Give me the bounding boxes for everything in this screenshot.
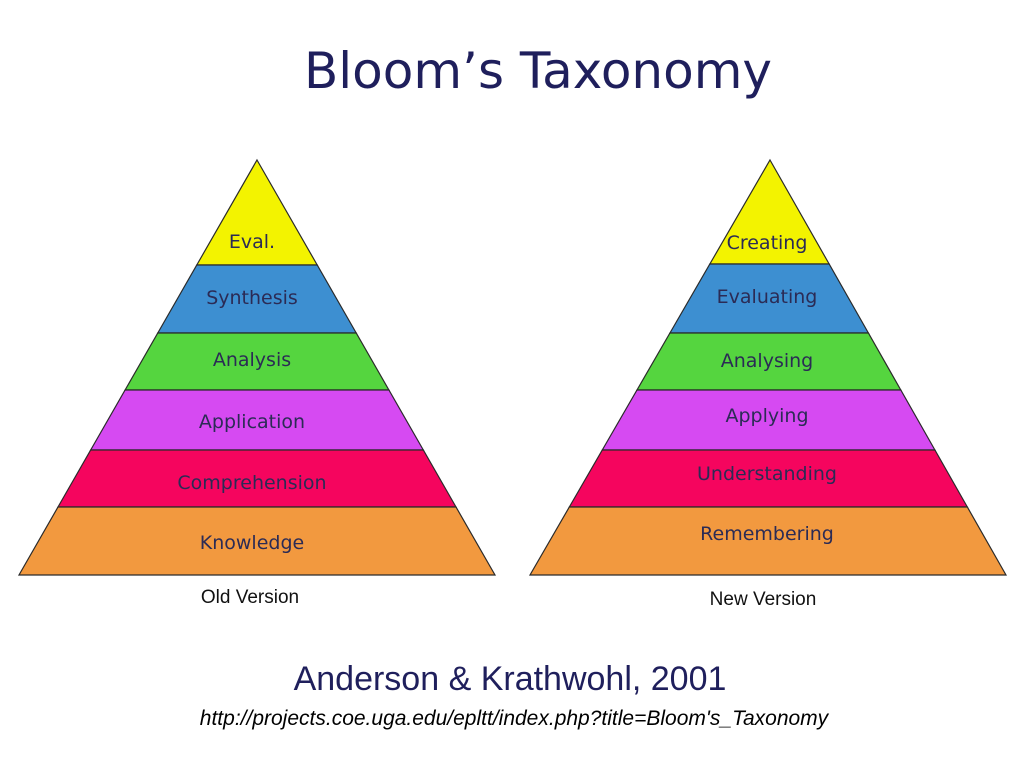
slide-title: Bloom’s Taxonomy [303, 42, 773, 100]
tier-label-understanding: Understanding [697, 463, 837, 485]
tier-label-eval: Eval. [229, 231, 275, 253]
tier-label-application: Application [199, 411, 305, 433]
version-caption: Old Version [201, 587, 299, 608]
version-caption: New Version [710, 589, 817, 610]
tier-label-analysing: Analysing [721, 350, 814, 372]
tier-label-knowledge: Knowledge [200, 532, 304, 554]
tier-label-remembering: Remembering [700, 523, 834, 545]
tier-label-comprehension: Comprehension [177, 472, 326, 494]
tier-knowledge [17, 506, 497, 576]
tier-label-creating: Creating [727, 232, 808, 254]
pyramid-old-version: Eval. SynthesisAnalysisApplicationCompreh… [17, 158, 497, 608]
tier-remembering [528, 506, 1008, 576]
citation: Anderson & Krathwohl, 2001 [293, 660, 727, 698]
source-url: http://projects.coe.uga.edu/epltt/index.… [199, 707, 829, 730]
tier-label-synthesis: Synthesis [206, 287, 298, 309]
pyramid-new-version: CreatingEvaluatingAnalysingApplyingUnder… [528, 158, 1008, 610]
tier-label-evaluating: Evaluating [717, 286, 818, 308]
tier-label-applying: Applying [725, 405, 808, 427]
tier-label-analysis: Analysis [213, 349, 291, 371]
